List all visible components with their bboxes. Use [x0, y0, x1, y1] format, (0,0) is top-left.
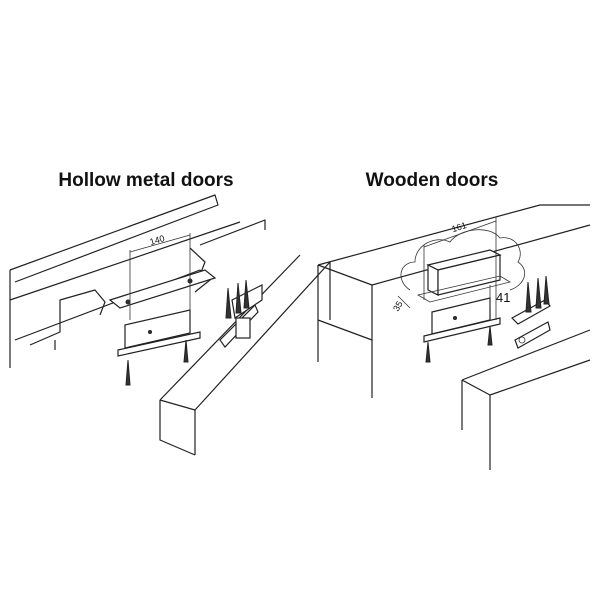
hollow-metal-door: [159, 254, 331, 456]
dimension-35: 35: [391, 295, 411, 313]
dimension-41: 41: [489, 285, 510, 308]
wooden-doors-title: Wooden doors: [366, 170, 499, 191]
dimension-label-35: 35: [391, 299, 405, 313]
electromagnetic-lock-wood: [423, 297, 501, 363]
dimension-161: 161: [423, 217, 497, 320]
dimension-label-41: 41: [496, 290, 510, 305]
dimension-label-140: 140: [149, 233, 166, 247]
bracket-and-screws-metal: [219, 279, 263, 348]
electromagnetic-lock-metal: [117, 309, 201, 386]
bracket-and-screws-wood: [511, 275, 551, 349]
cutout-cloud: [400, 229, 526, 291]
hollow-metal-doors-title: Hollow metal doors: [58, 170, 233, 191]
wooden-door: [461, 329, 591, 470]
mortise-block: [416, 249, 512, 303]
dimension-140: 140: [129, 233, 191, 320]
dimension-label-161: 161: [450, 220, 467, 234]
